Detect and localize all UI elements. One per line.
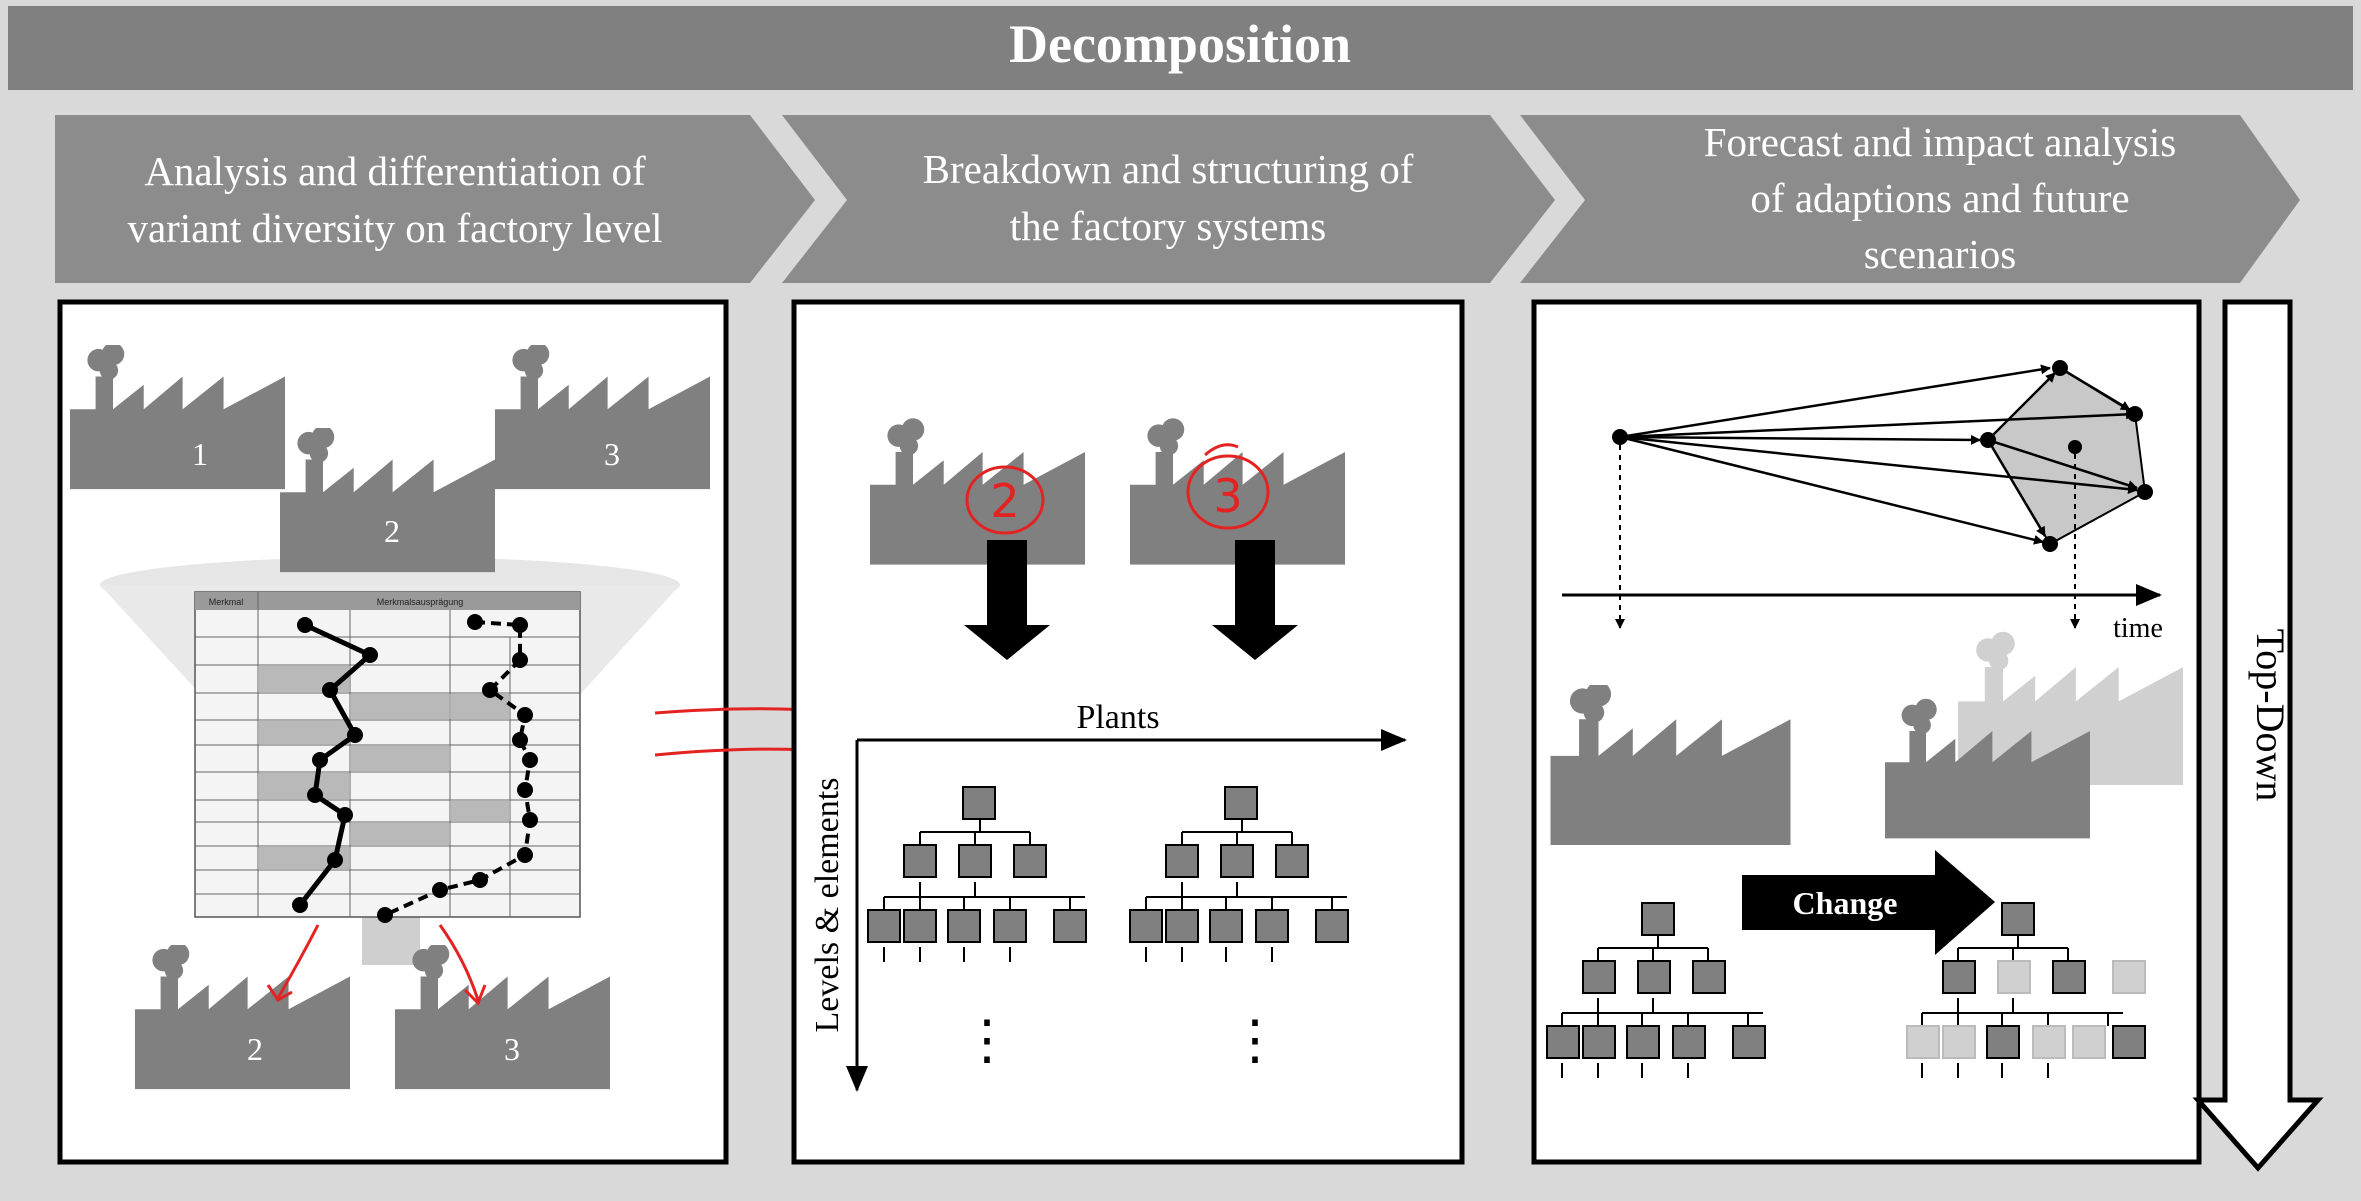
- step-chevron-3: Forecast and impact analysis of adaptions…: [1520, 115, 2300, 283]
- handwritten-number-3: 3: [1213, 469, 1242, 523]
- morphological-matrix: Merkmal Merkmalsausprägung: [194, 591, 581, 923]
- page-title: Decomposition: [1009, 14, 1351, 74]
- factory-label-2: 2: [384, 513, 400, 549]
- change-arrow: [1742, 850, 1995, 955]
- top-down-arrow: Top-Down: [2192, 299, 2324, 1172]
- ellipsis-1: ⋮: [960, 1010, 1014, 1070]
- breakdown-arrow-1: [964, 540, 1050, 660]
- step-chevron-2: Breakdown and structuring of the factory …: [782, 115, 1555, 283]
- step-3-line-2: of adaptions and future: [1750, 175, 2129, 221]
- time-axis-label: time: [2113, 613, 2163, 644]
- breakdown-arrow-2: [1212, 540, 1298, 660]
- levels-axis-label: Levels & elements: [809, 778, 846, 1033]
- step-chevron-1: Analysis and differentiation of variant d…: [55, 115, 815, 283]
- current-structure-tree: [1546, 902, 1766, 1078]
- step-3-line-1: Forecast and impact analysis: [1704, 119, 2177, 165]
- step-2-line-1: Breakdown and structuring of: [923, 146, 1414, 192]
- handwritten-number-2: 2: [990, 474, 1019, 528]
- step-3-line-3: scenarios: [1864, 231, 2017, 277]
- panel-factory-structure: 2 3 Plants Levels & elements: [791, 299, 1465, 1165]
- step-2-line-2: the factory systems: [1010, 203, 1327, 249]
- header-banner: Decomposition: [8, 6, 2353, 90]
- matrix-header-feature: Merkmal: [209, 597, 244, 607]
- factory-label-1: 1: [192, 436, 208, 472]
- factory-label-3: 3: [604, 436, 620, 472]
- panel-forecast-impact: time Change: [1531, 299, 2202, 1165]
- top-down-label: Top-Down: [2248, 629, 2293, 802]
- ellipsis-2: ⋮: [1228, 1010, 1282, 1070]
- structure-tree-1: [867, 786, 1087, 962]
- plants-axis-label: Plants: [1076, 699, 1159, 736]
- output-factory-label-2: 2: [247, 1031, 263, 1067]
- output-factory-label-3: 3: [504, 1031, 520, 1067]
- step-1-line-1: Analysis and differentiation of: [144, 148, 646, 194]
- panel-variant-analysis: 1 2 3: [57, 299, 729, 1165]
- matrix-header-values: Merkmalsausprägung: [377, 597, 464, 607]
- step-1-line-2: variant diversity on factory level: [127, 205, 662, 251]
- red-annotation-arrows: [266, 924, 487, 1006]
- svg-text:Analysis and differentiation o: Analysis and differentiation of variant d…: [127, 148, 662, 251]
- change-label: Change: [1793, 885, 1898, 921]
- handwritten-marks: [965, 443, 1270, 535]
- future-structure-tree: [1906, 902, 2146, 1078]
- structure-tree-2: [1129, 786, 1349, 962]
